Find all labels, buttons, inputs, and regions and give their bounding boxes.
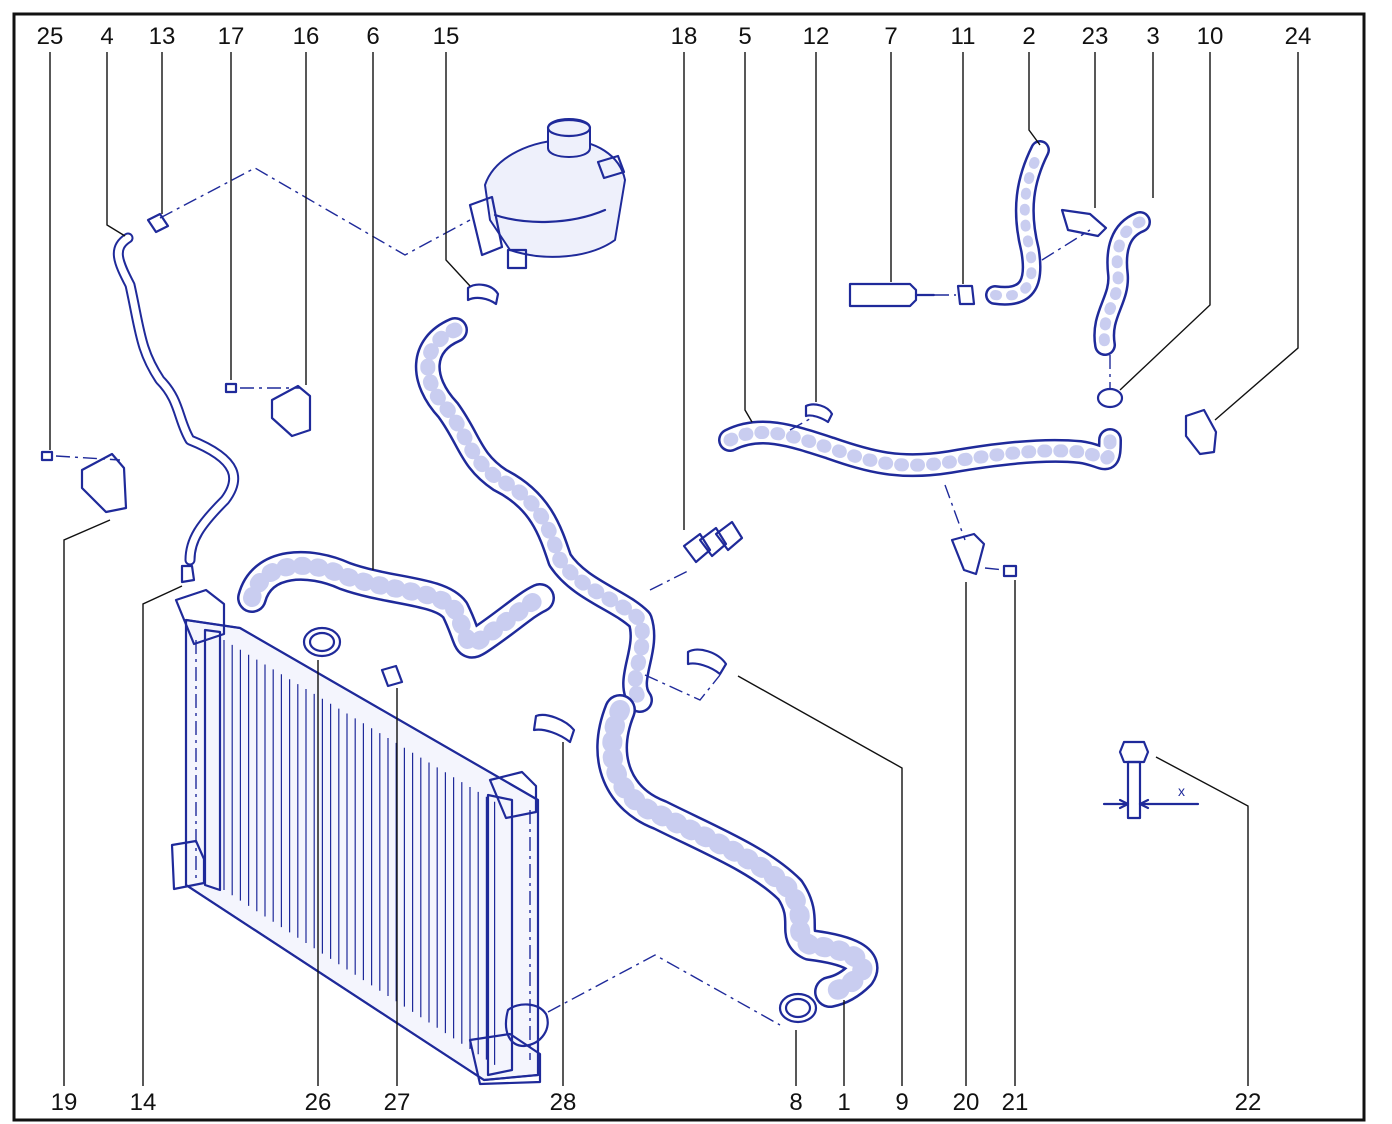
callout-28: 28 (550, 1089, 577, 1116)
callouts-bottom: 19 14 26 27 28 8 1 9 20 21 22 (51, 1089, 1262, 1116)
callout-25: 25 (37, 23, 64, 50)
callout-1: 1 (837, 1089, 850, 1116)
radiator-fins (223, 640, 496, 1065)
callout-11: 11 (951, 23, 976, 50)
pipe-4 (112, 232, 240, 566)
callouts-top: 25 4 13 17 16 6 15 18 5 12 7 11 2 23 3 1… (37, 23, 1312, 50)
leader-lines (49, 52, 1299, 1086)
callout-3: 3 (1146, 23, 1159, 50)
diagram-frame (12, 12, 1366, 1122)
small-parts: x (40, 208, 1218, 1024)
hose-3 (1093, 211, 1151, 356)
callout-7: 7 (884, 23, 897, 50)
callout-14: 14 (130, 1089, 157, 1116)
callout-20: 20 (953, 1089, 980, 1116)
dimension-x-label: x (1178, 783, 1185, 799)
hose-15 (414, 317, 656, 713)
callout-9: 9 (895, 1089, 908, 1116)
callout-18: 18 (671, 23, 698, 50)
callout-12: 12 (803, 23, 830, 50)
callout-6: 6 (366, 23, 379, 50)
expansion-tank (468, 118, 626, 270)
callout-10: 10 (1197, 23, 1224, 50)
callout-21: 21 (1002, 1089, 1029, 1116)
callout-19: 19 (51, 1089, 78, 1116)
callout-2: 2 (1022, 23, 1035, 50)
callout-17: 17 (218, 23, 245, 50)
callout-27: 27 (384, 1089, 411, 1116)
callout-13: 13 (149, 23, 176, 50)
callout-5: 5 (738, 23, 751, 50)
callout-24: 24 (1285, 23, 1312, 50)
callout-16: 16 (293, 23, 320, 50)
assembly-lines (55, 167, 1111, 1026)
hose-1 (596, 694, 879, 1008)
callout-23: 23 (1082, 23, 1109, 50)
callout-8: 8 (789, 1089, 802, 1116)
hose-5 (718, 420, 1122, 478)
radiator (170, 588, 549, 1086)
hose-6 (237, 550, 555, 659)
callout-26: 26 (305, 1089, 332, 1116)
callout-15: 15 (433, 23, 460, 50)
hose-2 (985, 140, 1050, 306)
callout-22: 22 (1235, 1089, 1262, 1116)
callout-4: 4 (100, 23, 113, 50)
